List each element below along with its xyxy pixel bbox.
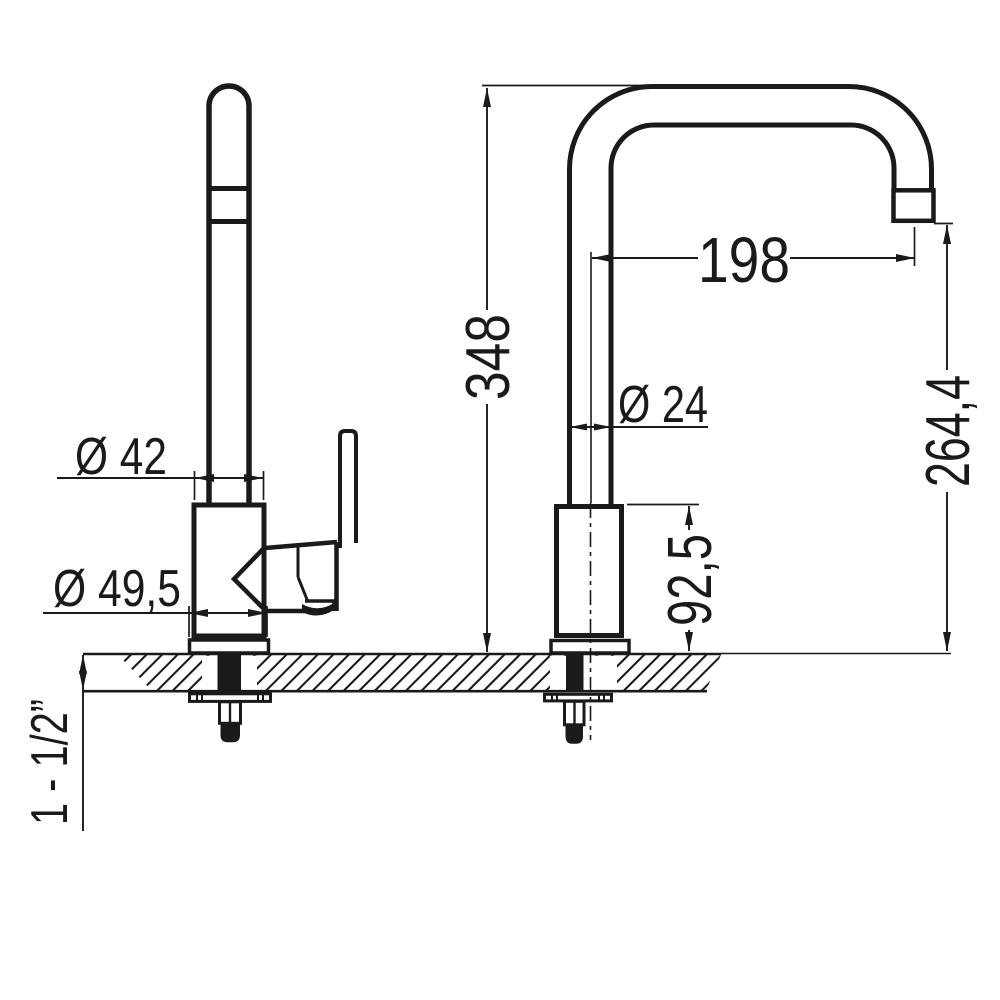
arrowhead-top <box>943 225 951 244</box>
faucet-side-view <box>187 83 358 655</box>
dim-label-mounting-thread: 1 - 1/2” <box>21 699 79 825</box>
base-flange-side <box>187 638 271 655</box>
cartridge-wedge <box>230 545 267 612</box>
dim-label-tube-diameter: Ø 24 <box>618 376 708 434</box>
dimension-mounting-thread: 1 - 1/2” <box>21 655 87 831</box>
dimension-base-diameter: Ø 49,5 <box>43 560 268 637</box>
arrowhead-top <box>483 88 491 107</box>
arrowhead-top <box>685 506 693 525</box>
dimension-spout-reach: 198 <box>592 224 916 296</box>
dim-label-body-diameter: Ø 42 <box>75 428 167 486</box>
dim-label-spout-reach: 198 <box>698 224 790 296</box>
dimension-body-height: 92,5 <box>627 503 725 651</box>
arrowhead-top <box>79 655 87 674</box>
arrowhead-bottom <box>685 632 693 651</box>
arrowhead-left <box>189 609 208 617</box>
dimensions: Ø 42 Ø 49,5 Ø 24 198 <box>21 84 983 831</box>
dimension-body-diameter: Ø 42 <box>57 428 265 500</box>
arrowhead-left <box>570 423 587 431</box>
dimension-total-height: 348 <box>454 84 653 652</box>
arrowhead-bottom <box>483 633 491 652</box>
dim-label-body-height: 92,5 <box>656 534 725 626</box>
dim-label-outlet-height: 264,4 <box>914 375 983 487</box>
faucet-body-front <box>554 504 624 638</box>
tailpiece-shank-front <box>566 654 584 691</box>
arrowhead-right <box>244 474 263 482</box>
arrowhead-left <box>195 474 214 482</box>
dim-label-base-diameter: Ø 49,5 <box>53 560 181 618</box>
arrowhead-bottom <box>79 671 87 690</box>
faucet-body-side <box>191 502 267 639</box>
spout-inner-contour <box>608 122 897 504</box>
handle-lever <box>338 429 358 548</box>
spout-column-side <box>206 83 252 504</box>
arrowhead-right <box>248 609 267 617</box>
stud-tip-side <box>220 723 240 743</box>
mounting-hardware <box>188 692 613 744</box>
countertop-section <box>83 652 951 693</box>
dimension-outlet-height: 264,4 <box>914 222 983 651</box>
faucet-front-view <box>549 84 936 740</box>
stud-tip-front <box>565 724 583 744</box>
dimension-tube-diameter: Ø 24 <box>570 376 708 434</box>
arrowhead-right <box>896 254 915 262</box>
spout-outer-contour <box>567 84 934 504</box>
handle-neck-top <box>264 539 338 551</box>
aerator-nozzle <box>891 188 936 224</box>
tailpiece-shank-side <box>217 654 241 691</box>
arrowhead-right <box>594 423 611 431</box>
dim-label-total-height: 348 <box>454 314 523 400</box>
outlet-crescent <box>302 603 334 616</box>
arrowhead-bottom <box>943 632 951 651</box>
handle-inner-diagonal <box>296 576 310 603</box>
arrowhead-left <box>592 254 611 262</box>
